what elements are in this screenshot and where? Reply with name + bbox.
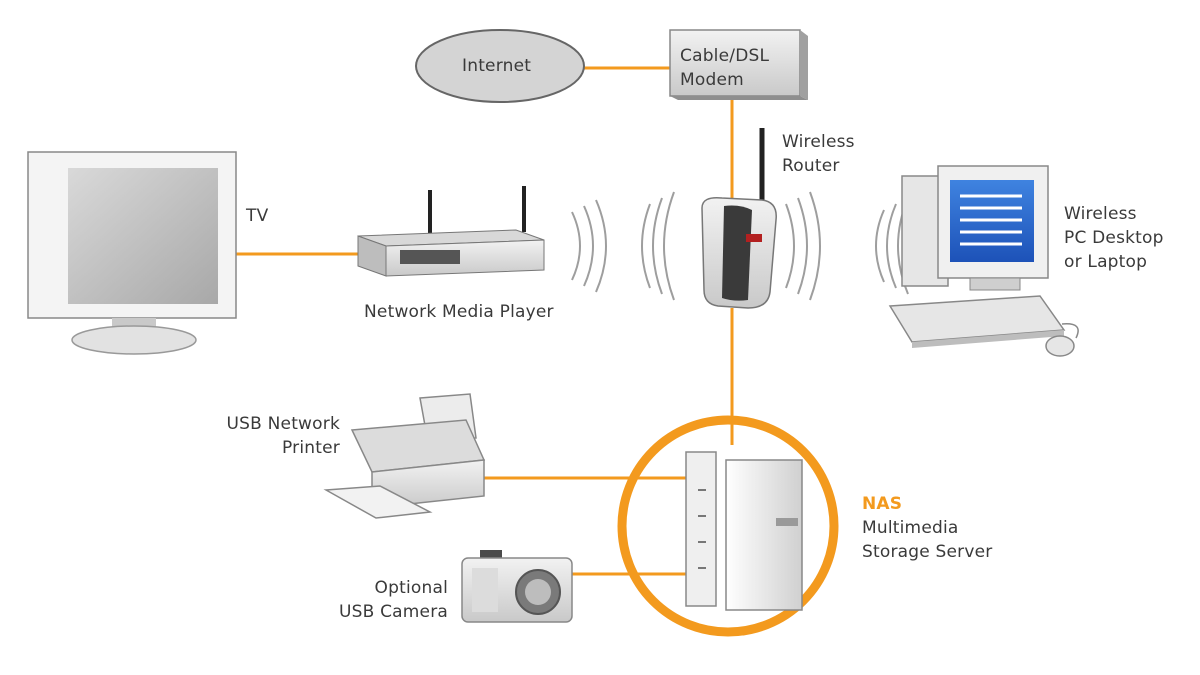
modem-label-line-1: Cable/DSL <box>680 46 770 66</box>
modem-label: Cable/DSL Modem <box>680 44 769 92</box>
tv-label: TV <box>246 206 269 226</box>
printer-label-line-1: USB Network <box>226 414 340 434</box>
router-label-line-1: Wireless <box>782 132 855 152</box>
wireless-wave-icon <box>571 191 909 301</box>
pc-label: Wireless PC Desktop or Laptop <box>1064 202 1164 274</box>
nas-label-line-2: Multimedia <box>862 518 959 538</box>
pc-label-line-2: PC Desktop <box>1064 228 1164 248</box>
internet-cloud-icon <box>415 29 585 103</box>
tv-icon <box>27 151 237 355</box>
nas-label-line-3: Storage Server <box>862 542 993 562</box>
pc-label-line-1: Wireless <box>1064 204 1137 224</box>
mouse-icon <box>1045 323 1079 357</box>
camera-icon <box>461 550 573 623</box>
modem-label-line-2: Modem <box>680 70 744 90</box>
desktop-pc-icon <box>901 165 1049 291</box>
media-player-label: Network Media Player <box>364 302 554 322</box>
nas-highlight-ring <box>617 415 839 637</box>
router-icon <box>701 128 777 309</box>
printer-label: USB Network Printer <box>196 412 340 460</box>
internet-label: Internet <box>462 56 532 76</box>
router-label: Wireless Router <box>782 130 855 178</box>
nas-label-line-1: NAS <box>862 494 903 514</box>
camera-label-line-1: Optional <box>374 578 448 598</box>
modem-icon <box>669 29 808 100</box>
printer-icon <box>323 393 486 519</box>
nas-label: NAS Multimedia Storage Server <box>862 492 992 564</box>
camera-label: Optional USB Camera <box>300 576 448 624</box>
printer-label-line-2: Printer <box>282 438 340 458</box>
pc-label-line-3: or Laptop <box>1064 252 1148 272</box>
router-label-line-2: Router <box>782 156 840 176</box>
camera-label-line-2: USB Camera <box>338 602 448 622</box>
media-player-icon <box>357 186 545 277</box>
keyboard-icon <box>888 295 1066 348</box>
nas-icon <box>685 451 803 611</box>
